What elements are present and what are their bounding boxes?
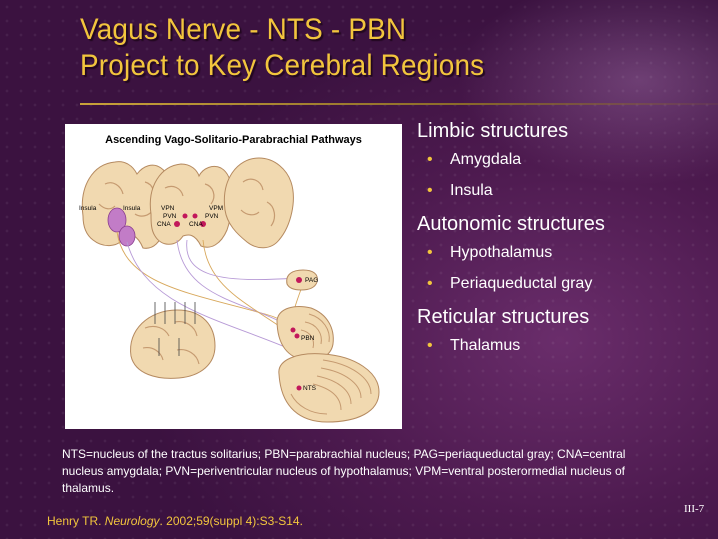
nts-section (278, 353, 380, 423)
label-pbn: PBN (301, 335, 315, 342)
heading-autonomic: Autonomic structures (417, 213, 605, 235)
citation-author: Henry TR. (47, 514, 105, 528)
bullet-insula: Insula (427, 180, 712, 202)
figure-title: Ascending Vago-Solitario-Parabrachial Pa… (105, 134, 362, 146)
bullet-thalamus: Thalamus (427, 335, 712, 357)
label-pvn-left: PVN (163, 213, 177, 220)
label-nts: NTS (303, 385, 317, 392)
slide-title-line-1: Vagus Nerve - NTS - PBN (80, 13, 407, 46)
heading-limbic: Limbic structures (417, 120, 569, 142)
label-cna-left: CNA (157, 221, 171, 228)
label-vpm: VPM (209, 205, 223, 212)
bullet-amygdala: Amygdala (427, 149, 712, 171)
bullet-hypothalamus: Hypothalamus (427, 242, 712, 264)
label-insula-left: Insula (79, 205, 97, 212)
label-pag: PAG (305, 277, 318, 284)
label-vpn: VPN (161, 205, 175, 212)
citation-journal: Neurology (104, 514, 160, 528)
pbn-section (276, 306, 334, 361)
brain-section-3 (223, 157, 294, 249)
label-pvn-right: PVN (205, 213, 219, 220)
pathway-diagram: Insula Insula VPN VPM PVN PVN CNA CNA PA… (79, 157, 380, 423)
citation: Henry TR. Neurology. 2002;59(suppl 4):S3… (47, 514, 303, 528)
slide-number: III-7 (684, 503, 705, 515)
brain-section-1 (81, 161, 172, 249)
heading-reticular: Reticular structures (417, 306, 590, 328)
abbreviations-footnote: NTS=nucleus of the tractus solitarius; P… (62, 447, 626, 495)
bullet-list: Limbic structures Amygdala Insula Autono… (417, 118, 712, 366)
title-divider (80, 103, 718, 105)
citation-details: . 2002;59(suppl 4):S3-S14. (159, 514, 303, 528)
slide-title: Vagus Nerve - NTS - PBN Project to Key C… (80, 12, 484, 84)
pag-section (286, 269, 318, 291)
brain-section-2 (149, 163, 233, 248)
slide-title-line-2: Project to Key Cerebral Regions (80, 49, 485, 82)
bullet-periaqueductal-gray: Periaqueductal gray (427, 273, 712, 295)
pathway-figure: Ascending Vago-Solitario-Parabrachial Pa… (65, 124, 402, 429)
sagittal-brain (130, 302, 216, 379)
label-insula-right: Insula (123, 205, 141, 212)
label-cna-right: CNA (189, 221, 203, 228)
